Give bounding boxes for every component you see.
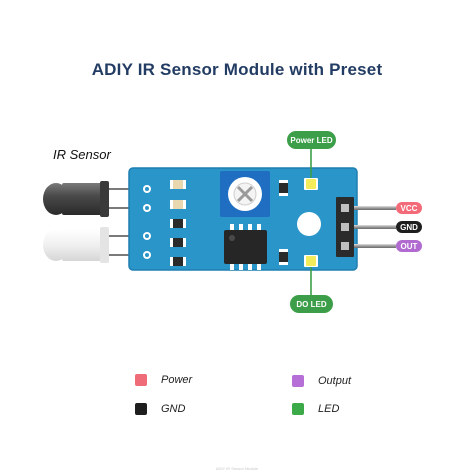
power-led [304,178,318,190]
ir-receiver-led [43,227,109,263]
pin-gnd-label: GND [400,223,418,232]
legend-label-output: Output [318,375,352,387]
legend-label-led: LED [318,403,340,415]
power-led-callout: Power LED [287,131,336,149]
legend-item-power: Power [135,374,192,386]
pin-vcc-label: VCC [401,204,418,213]
do-led-callout: DO LED [290,295,333,313]
led-solder-pads [143,185,151,259]
pin-vcc-label-pill: VCC [396,202,422,214]
legend-swatch-led [292,403,304,415]
legend-item-output: Output [292,375,351,387]
page-title: ADIY IR Sensor Module with Preset [91,60,383,79]
legend-swatch-power [135,374,147,386]
mounting-hole [297,212,321,236]
legend-swatch-output [292,375,304,387]
potentiometer-preset [220,171,270,217]
legend-label-gnd: GND [161,403,186,415]
do-led-label: DO LED [296,300,326,309]
ir-emitter-led [43,181,109,217]
legend-swatch-gnd [135,403,147,415]
do-led [304,255,318,267]
ir-sensor-label: IR Sensor [53,147,111,162]
legend-item-gnd: GND [135,403,185,415]
pin-out-label: OUT [401,242,418,251]
legend-label-power: Power [161,374,193,386]
pin-gnd-label-pill: GND [396,221,422,233]
smd-components [170,180,288,266]
pin-out-label-pill: OUT [396,240,422,252]
legend-item-led: LED [292,403,339,415]
power-led-label: Power LED [290,136,332,145]
footer-watermark: ADIY IR Sensor Module [215,466,259,471]
header-pins [336,197,396,257]
comparator-ic [224,224,267,270]
